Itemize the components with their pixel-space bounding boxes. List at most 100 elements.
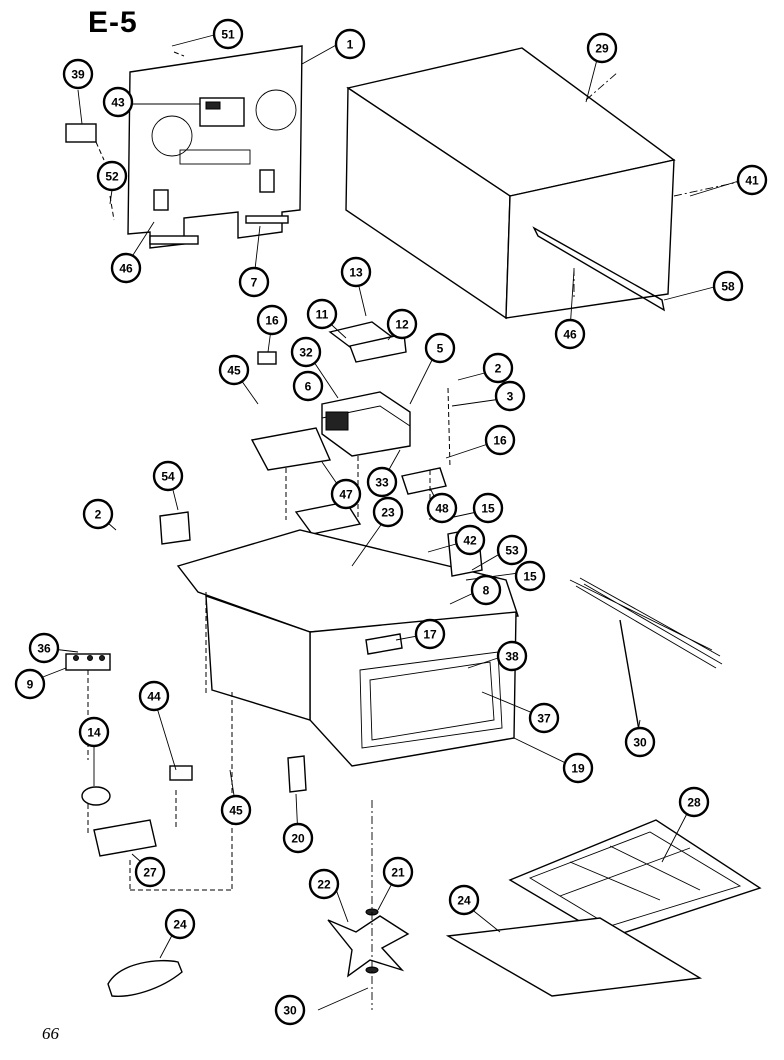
callout-number: 22 <box>317 878 331 892</box>
callout-24: 24 <box>164 908 196 940</box>
callout-28: 28 <box>678 786 710 818</box>
callout-37: 37 <box>528 702 560 734</box>
callout-number: 42 <box>463 534 477 548</box>
callout-38: 38 <box>496 640 528 672</box>
callout-number: 52 <box>105 170 119 184</box>
callout-21: 21 <box>382 856 414 888</box>
control-components <box>250 321 451 535</box>
callout-circle <box>274 994 306 1026</box>
diagram-title: E-5 <box>88 6 138 39</box>
callout-number: 20 <box>291 832 305 846</box>
callout-circle <box>340 256 372 288</box>
callout-number: 39 <box>71 68 85 82</box>
callout-circle <box>292 370 324 402</box>
callout-14: 14 <box>78 716 110 748</box>
callout-number: 8 <box>483 584 490 598</box>
callout-48: 48 <box>426 492 458 524</box>
callout-circle <box>330 478 362 510</box>
callout-circle <box>306 298 338 330</box>
callout-39: 39 <box>62 58 94 90</box>
oven-chassis <box>129 511 519 891</box>
callout-number: 2 <box>495 362 502 376</box>
callout-number: 23 <box>381 506 395 520</box>
callout-number: 46 <box>119 262 133 276</box>
callout-45: 45 <box>218 354 250 386</box>
callout-22: 22 <box>308 868 340 900</box>
callout-circle <box>386 308 418 340</box>
callout-number: 45 <box>227 364 241 378</box>
callout-number: 19 <box>571 762 585 776</box>
callout-number: 2 <box>95 508 102 522</box>
callout-20: 20 <box>282 822 314 854</box>
callout-51: 51 <box>212 18 244 50</box>
callout-circle <box>102 86 134 118</box>
callout-circle <box>554 318 586 350</box>
callout-number: 17 <box>423 628 437 642</box>
callout-circle <box>454 524 486 556</box>
wiring-harness <box>569 577 723 737</box>
callout-circle <box>496 640 528 672</box>
page-number: 66 <box>42 1024 59 1043</box>
callout-number: 24 <box>457 894 471 908</box>
callout-30: 30 <box>624 726 656 758</box>
callout-circle <box>482 352 514 384</box>
callout-5: 5 <box>424 332 456 364</box>
callout-42: 42 <box>454 524 486 556</box>
callout-circle <box>82 498 114 530</box>
callout-3: 3 <box>494 380 526 412</box>
left-side-parts <box>65 653 193 857</box>
callout-circle <box>78 716 110 748</box>
callout-number: 21 <box>391 866 405 880</box>
callout-6: 6 <box>292 370 324 402</box>
callout-circle <box>448 884 480 916</box>
callout-11: 11 <box>306 298 338 330</box>
callout-number: 3 <box>507 390 514 404</box>
callout-number: 7 <box>251 276 258 290</box>
callout-23: 23 <box>372 496 404 528</box>
callout-number: 43 <box>111 96 125 110</box>
callout-16: 16 <box>256 304 288 336</box>
callout-number: 37 <box>537 712 551 726</box>
callout-circle <box>238 266 270 298</box>
callout-33: 33 <box>366 466 398 498</box>
callout-circle <box>494 380 526 412</box>
callout-number: 48 <box>435 502 449 516</box>
callout-15: 15 <box>514 560 546 592</box>
callout-number: 30 <box>283 1004 297 1018</box>
callout-27: 27 <box>134 856 166 888</box>
callout-circle <box>334 28 366 60</box>
callout-45: 45 <box>220 794 252 826</box>
callout-15: 15 <box>472 492 504 524</box>
callout-47: 47 <box>330 478 362 510</box>
callout-circle <box>62 58 94 90</box>
callout-circle <box>562 752 594 784</box>
callout-circle <box>528 702 560 734</box>
bottom-parts <box>107 800 762 1010</box>
callout-number: 13 <box>349 266 363 280</box>
callout-circle <box>382 856 414 888</box>
callout-2: 2 <box>482 352 514 384</box>
callout-36: 36 <box>28 632 60 664</box>
callout-number: 29 <box>595 42 609 56</box>
callout-circle <box>218 354 250 386</box>
callout-circle <box>712 270 744 302</box>
callout-7: 7 <box>238 266 270 298</box>
callout-43: 43 <box>102 86 134 118</box>
callout-circle <box>514 560 546 592</box>
callout-number: 45 <box>229 804 243 818</box>
callout-circle <box>220 794 252 826</box>
callout-circle <box>152 460 184 492</box>
callout-44: 44 <box>138 680 170 712</box>
callout-circle <box>134 856 166 888</box>
callout-circle <box>372 496 404 528</box>
callout-circle <box>496 534 528 566</box>
callout-circle <box>736 164 768 196</box>
callout-1: 1 <box>334 28 366 60</box>
callout-17: 17 <box>414 618 446 650</box>
callout-30: 30 <box>274 994 306 1026</box>
callout-number: 11 <box>316 308 329 322</box>
callout-number: 24 <box>173 918 187 932</box>
callout-circle <box>14 668 46 700</box>
callout-41: 41 <box>736 164 768 196</box>
callout-29: 29 <box>586 32 618 64</box>
